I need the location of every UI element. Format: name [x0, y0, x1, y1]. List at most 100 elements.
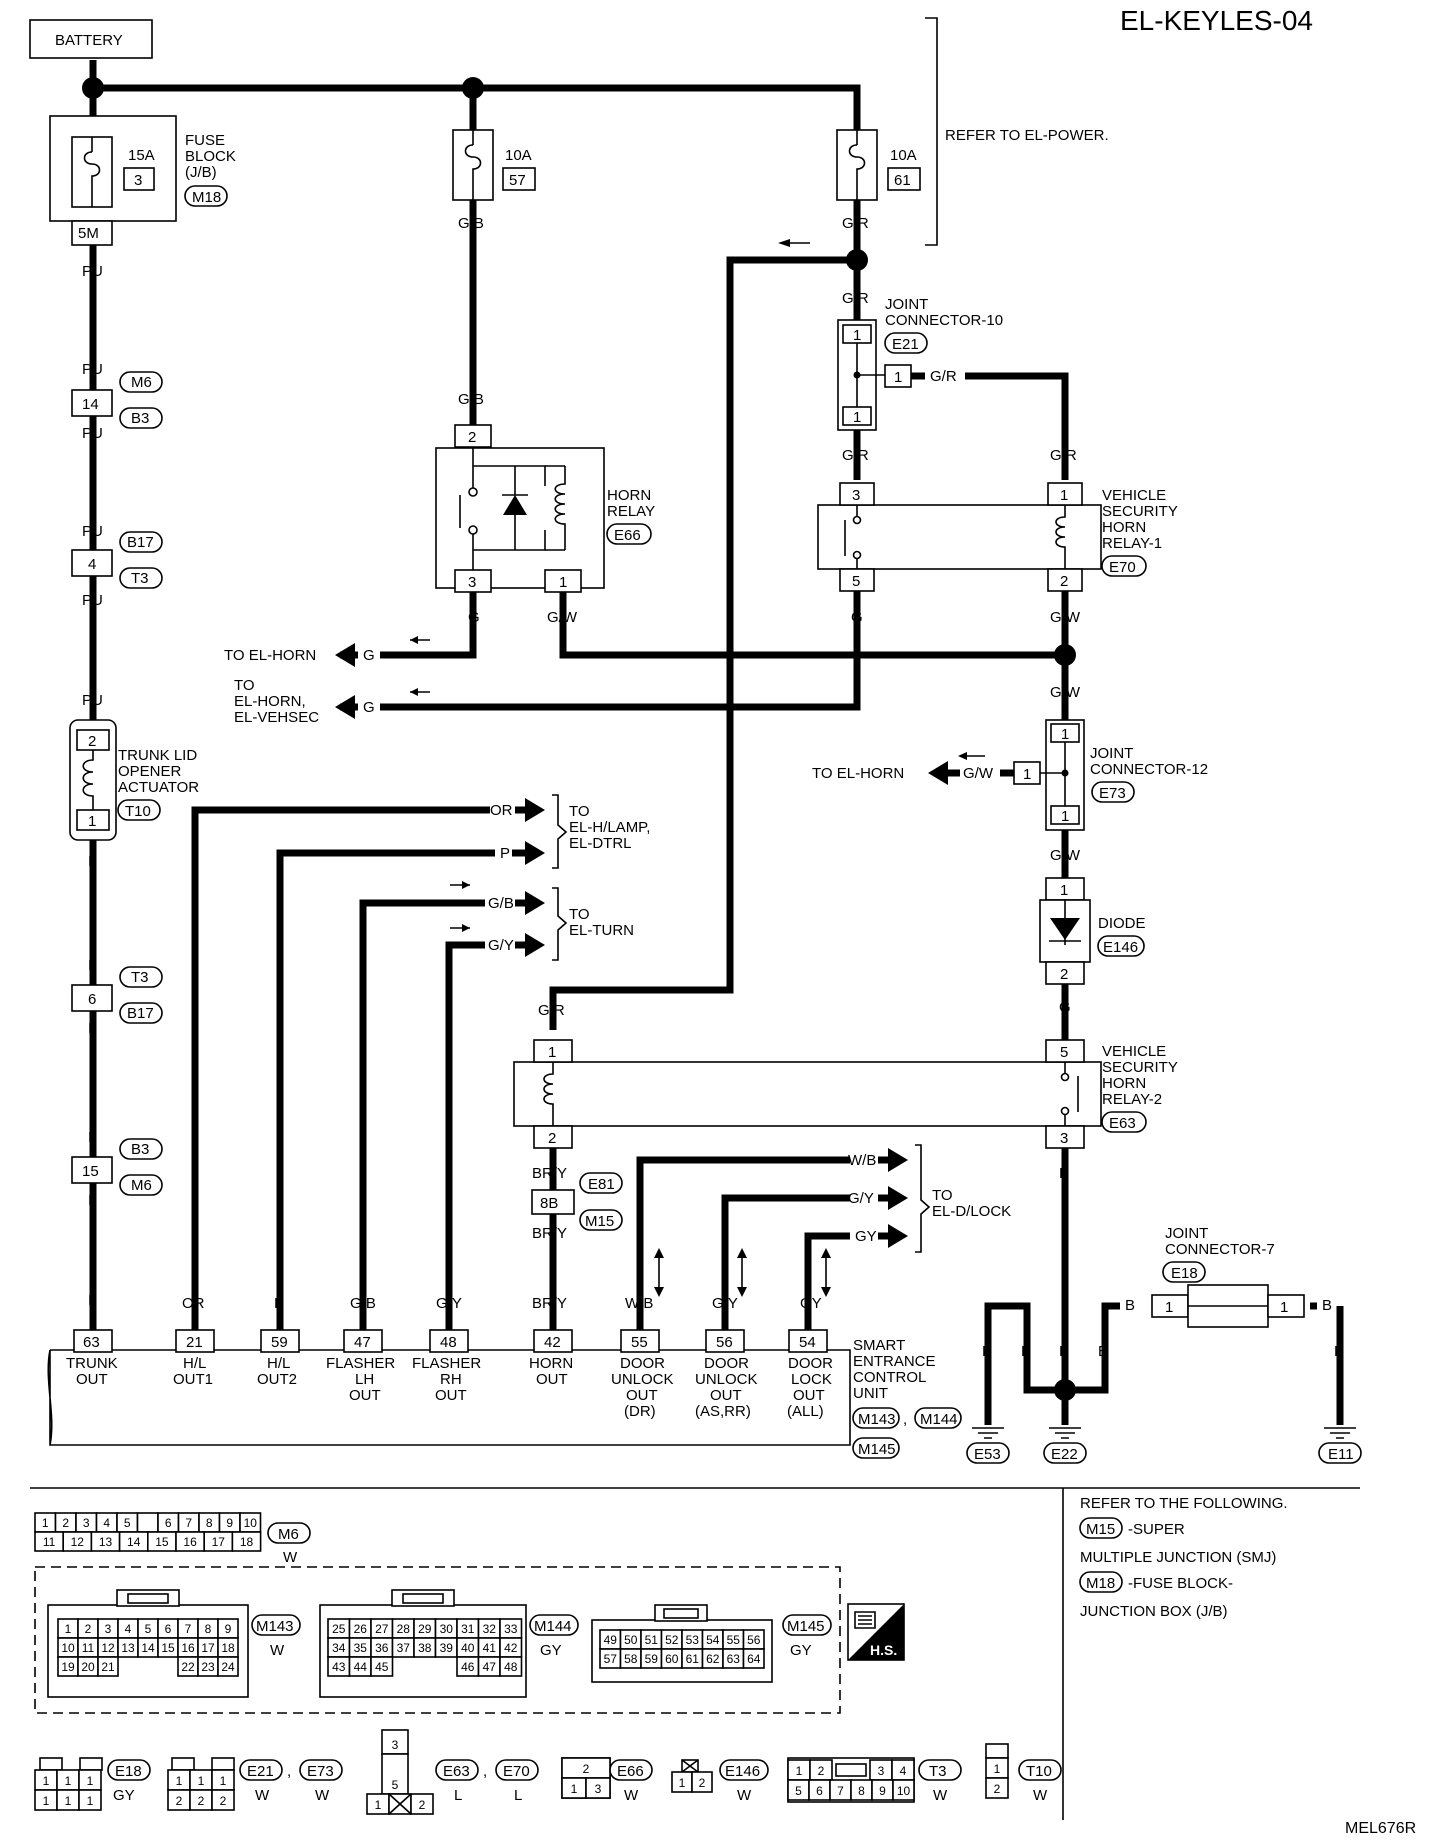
wire-color: G/R [842, 290, 869, 307]
wire-color: G/R [538, 1002, 565, 1019]
pin-cell [97, 1656, 119, 1677]
ground-e22: E22 [1043, 1427, 1087, 1464]
gy-wire [721, 1194, 850, 1330]
diode: 1 2 DIODE E146 [1039, 877, 1146, 985]
pin-number: 29 [418, 1622, 432, 1636]
component-label: RELAY [607, 503, 655, 520]
pin-number: 19 [61, 1660, 75, 1674]
pin-number: 44 [354, 1660, 368, 1674]
pin-number: 6 [165, 1622, 172, 1636]
fuse-block-label: FUSE [185, 132, 225, 149]
pin-number: 55 [727, 1633, 741, 1647]
conn-id: E146 [1103, 939, 1138, 956]
pin-number: 59 [645, 1652, 659, 1666]
conn-id: M145 [858, 1441, 896, 1458]
pin-number: 4 [900, 1764, 907, 1778]
pin-number: 40 [461, 1641, 475, 1655]
component-label: HORN [1102, 519, 1146, 536]
ground-e53: E53 [966, 1427, 1010, 1464]
terminal-name: LOCK [791, 1371, 832, 1388]
pin-number: 2 [220, 1794, 227, 1808]
terminal-name: LH [355, 1371, 374, 1388]
pin-number: 33 [504, 1622, 518, 1636]
pin-cell [691, 1771, 713, 1793]
wire-color: G/B [350, 1295, 376, 1312]
hs-label: H.S. [870, 1642, 897, 1658]
conn-color: GY [113, 1787, 135, 1804]
pin-number: 16 [181, 1641, 195, 1655]
dest-label: TO EL-HORN [224, 647, 316, 664]
pin-number: 2 [583, 1762, 590, 1776]
wire-color: B [1334, 1343, 1344, 1360]
pin-number: 10 [244, 1516, 258, 1530]
footer-code: MEL676R [1345, 1820, 1416, 1837]
pin-number: 5 [795, 1784, 802, 1798]
pin-number: 61 [686, 1652, 700, 1666]
pin-number: 11 [82, 1641, 95, 1655]
dest-label: EL-HORN, [234, 693, 306, 710]
terminal-name: DOOR [788, 1355, 833, 1372]
conn-id: E146 [725, 1763, 760, 1780]
pin: 42 [544, 1334, 561, 1351]
pin-number: 15 [161, 1641, 175, 1655]
conn-id: M145 [787, 1618, 825, 1635]
harness-side-icon: H.S. [847, 1603, 905, 1661]
terminal-name: OUT1 [173, 1371, 213, 1388]
pin-cell [136, 1512, 159, 1533]
terminal-48: 48 FLASHER RH OUT [412, 1329, 481, 1404]
pin-number: 17 [212, 1535, 226, 1549]
note-line: -SUPER [1128, 1521, 1185, 1538]
pin-number: 3 [105, 1622, 112, 1636]
pin: 1 [88, 813, 96, 830]
pin-number: 54 [706, 1633, 720, 1647]
pin-number: 39 [440, 1641, 454, 1655]
pin-number: 48 [504, 1660, 518, 1674]
terminal-name: (DR) [624, 1403, 656, 1420]
conn-id: E21 [892, 336, 919, 353]
wire-color: PU [82, 523, 103, 540]
terminal-21: 21 H/L OUT1 [173, 1329, 215, 1388]
connector-latch [402, 1593, 444, 1604]
pin-number: 37 [397, 1641, 411, 1655]
pin: 47 [354, 1334, 371, 1351]
terminal-name: DOOR [620, 1355, 665, 1372]
conn-id: E63 [1109, 1115, 1136, 1132]
wire-color: W/B [848, 1152, 876, 1169]
pin-number: 52 [665, 1633, 679, 1647]
pin: 5 [1060, 1044, 1068, 1061]
pin-number: 49 [604, 1633, 618, 1647]
conn-id: E73 [307, 1763, 334, 1780]
pin-number: 21 [101, 1660, 115, 1674]
pin-cell [381, 1753, 409, 1795]
smart-entrance-control-unit: SMART ENTRANCE CONTROL UNIT M143 , M144 … [47, 1337, 962, 1459]
component-label: RELAY-1 [1102, 535, 1162, 552]
pin-number: 1 [87, 1794, 94, 1808]
note-line: JUNCTION BOX (J/B) [1080, 1603, 1228, 1620]
wire-color: B [1322, 1297, 1332, 1314]
pin-cell [985, 1777, 1009, 1799]
component-label: OPENER [118, 763, 182, 780]
conn-color: W [624, 1787, 639, 1804]
pin-cell [231, 1531, 262, 1552]
ground-e11: E11 [1318, 1427, 1362, 1464]
p-wire [276, 849, 495, 1330]
pin-number: 1 [43, 1774, 50, 1788]
wire-color: GY [800, 1295, 822, 1312]
conn-color: L [454, 1787, 462, 1804]
component-label: HORN [1102, 1075, 1146, 1092]
pin-number: 30 [440, 1622, 454, 1636]
wire-color: B [1098, 1343, 1108, 1360]
conn-id: E70 [1109, 559, 1136, 576]
conn-id: E81 [588, 1176, 615, 1193]
pin-number: 7 [185, 1516, 192, 1530]
conn-id: E21 [247, 1763, 274, 1780]
pin: 54 [799, 1334, 816, 1351]
pin-number: 26 [354, 1622, 368, 1636]
wire-color: P [274, 1295, 284, 1312]
pin-cell [742, 1648, 765, 1669]
connector-latch [985, 1743, 1009, 1759]
conn-id: E63 [443, 1763, 470, 1780]
inline-pin: 4 [88, 556, 96, 573]
conn-id: T3 [929, 1763, 947, 1780]
